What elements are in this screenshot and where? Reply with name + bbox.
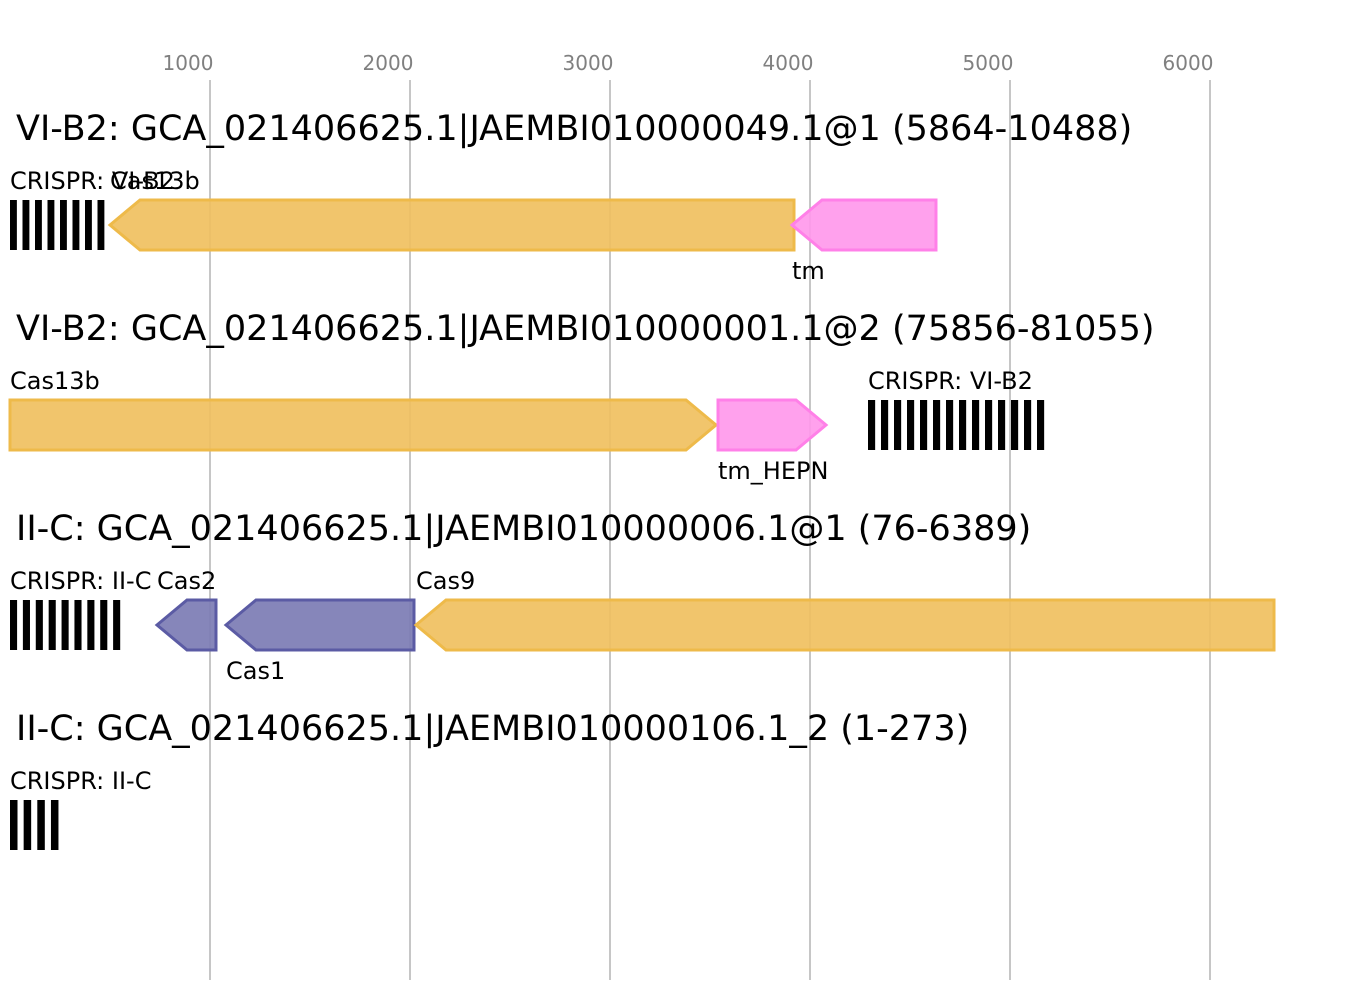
crispr-repeat [97, 200, 105, 250]
crispr-repeat [100, 600, 108, 650]
tick-label: 4000 [763, 51, 814, 75]
crispr-repeat [920, 400, 928, 450]
crispr-repeat [47, 200, 55, 250]
gene-arrow [154, 598, 218, 652]
crispr-repeat [87, 600, 95, 650]
crispr-label: CRISPR: II-C [10, 567, 151, 595]
crispr-repeat [946, 400, 954, 450]
crispr-repeat [881, 400, 889, 450]
track-title: VI-B2: GCA_021406625.1|JAEMBI010000001.1… [16, 309, 1155, 349]
crispr-repeat [37, 800, 45, 850]
crispr-repeat [85, 200, 92, 250]
gene-arrow [8, 398, 719, 452]
gene-arrow [413, 598, 1276, 652]
tick-label: 3000 [563, 51, 614, 75]
crispr-repeat [868, 400, 876, 450]
track: VI-B2: GCA_021406625.1|JAEMBI010000049.1… [10, 109, 1132, 285]
crispr-repeat [985, 400, 993, 450]
crispr-repeat [74, 600, 82, 650]
crispr-repeat [10, 800, 18, 850]
crispr-repeat [35, 200, 42, 250]
crispr-repeat [10, 200, 17, 250]
crispr-repeat [933, 400, 941, 450]
crispr-repeat [10, 600, 18, 650]
track: II-C: GCA_021406625.1|JAEMBI010000006.1@… [10, 509, 1276, 685]
crispr-label: CRISPR: II-C [10, 767, 151, 795]
crispr-repeat [72, 200, 80, 250]
gene-label: tm [792, 257, 825, 285]
gene-arrow [789, 198, 938, 252]
crispr-repeat [22, 200, 30, 250]
crispr-repeat [959, 400, 967, 450]
crispr-repeat [972, 400, 980, 450]
gene-label: Cas1 [226, 657, 285, 685]
crispr-repeat [1037, 400, 1045, 450]
tick-label: 5000 [963, 51, 1014, 75]
gene-label: Cas2 [157, 567, 216, 595]
tick-label: 1000 [163, 51, 214, 75]
crispr-repeat [22, 600, 30, 650]
gene-label: tm_HEPN [718, 457, 828, 485]
crispr-repeat [894, 400, 902, 450]
track: II-C: GCA_021406625.1|JAEMBI010000106.1_… [10, 709, 969, 850]
track-title: II-C: GCA_021406625.1|JAEMBI010000006.1@… [16, 509, 1031, 549]
crispr-repeat [50, 800, 59, 850]
track: VI-B2: GCA_021406625.1|JAEMBI010000001.1… [8, 309, 1155, 485]
crispr-array [10, 600, 121, 650]
crispr-repeat [48, 600, 56, 650]
crispr-repeat [1024, 400, 1032, 450]
crispr-repeat [35, 600, 43, 650]
crispr-array [10, 800, 59, 850]
crispr-array [868, 400, 1045, 450]
grid-layer: 1000 2000 3000 4000 5000 6000 [163, 51, 1214, 980]
crispr-label: CRISPR: VI-B2 [10, 167, 175, 195]
gene-arrow [107, 198, 796, 252]
crispr-repeat [60, 200, 67, 250]
crispr-repeat [907, 400, 915, 450]
crispr-array [10, 200, 105, 250]
crispr-repeat [998, 400, 1006, 450]
gene-arrow [223, 598, 416, 652]
crispr-repeat [61, 600, 69, 650]
tick-label: 2000 [363, 51, 414, 75]
gene-label: Cas9 [416, 567, 475, 595]
tracks-layer: VI-B2: GCA_021406625.1|JAEMBI010000049.1… [8, 109, 1276, 850]
crispr-repeat [23, 800, 32, 850]
tick-label: 6000 [1163, 51, 1214, 75]
gene-label: Cas13b [110, 167, 200, 195]
crispr-repeat [113, 600, 121, 650]
crispr-label: CRISPR: VI-B2 [868, 367, 1033, 395]
gene-arrow [716, 398, 829, 452]
crispr-repeat [1011, 400, 1019, 450]
gene-label: Cas13b [10, 367, 100, 395]
track-title: II-C: GCA_021406625.1|JAEMBI010000106.1_… [16, 709, 969, 749]
track-title: VI-B2: GCA_021406625.1|JAEMBI010000049.1… [16, 109, 1132, 149]
